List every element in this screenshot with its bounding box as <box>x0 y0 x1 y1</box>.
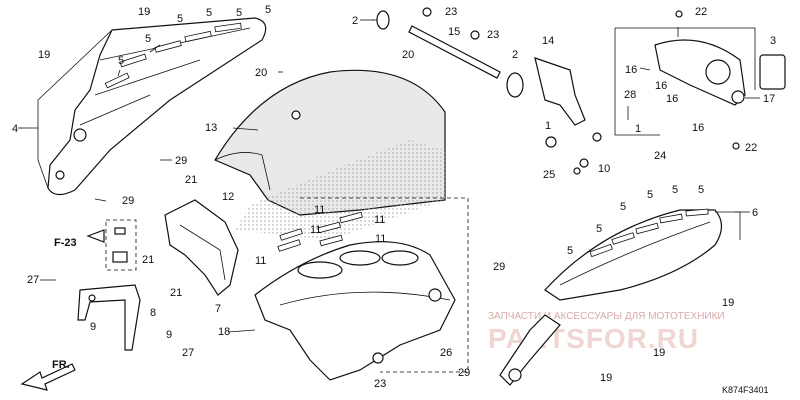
callout-16: 16 <box>692 122 704 134</box>
callout-3: 3 <box>770 35 776 47</box>
callout-9: 9 <box>90 321 96 333</box>
callout-29: 29 <box>493 261 505 273</box>
callout-13: 13 <box>205 122 217 134</box>
callout-21: 21 <box>170 287 182 299</box>
callout-20: 20 <box>402 49 414 61</box>
rear-fender <box>214 69 446 240</box>
callout-6: 6 <box>752 207 758 219</box>
callout-2: 2 <box>352 15 358 27</box>
leader-lines <box>18 11 760 333</box>
callout-5: 5 <box>620 201 626 213</box>
callout-21: 21 <box>185 174 197 186</box>
callout-27: 27 <box>182 347 194 359</box>
lower-fender <box>254 197 469 381</box>
left-rail-assembly <box>20 17 267 196</box>
bracket <box>77 284 141 351</box>
tail-light-parts <box>372 7 629 175</box>
callout-5: 5 <box>236 7 242 19</box>
callout-5: 5 <box>118 55 124 67</box>
callout-16: 16 <box>625 64 637 76</box>
callout-5: 5 <box>265 4 271 16</box>
license-light <box>614 10 786 150</box>
callout-19: 19 <box>138 6 150 18</box>
callout-23: 23 <box>445 6 457 18</box>
callout-5: 5 <box>177 13 183 25</box>
callout-25: 25 <box>543 169 555 181</box>
callout-11: 11 <box>374 214 385 226</box>
figure-code: K874F3401 <box>722 385 769 395</box>
callout-11: 11 <box>310 224 321 236</box>
callout-8: 8 <box>150 307 156 319</box>
callout-16: 16 <box>666 93 678 105</box>
front-label: FR. <box>52 359 70 371</box>
callout-14: 14 <box>542 35 554 47</box>
callout-2: 2 <box>512 49 518 61</box>
callout-1: 1 <box>635 123 641 135</box>
callout-22: 22 <box>695 6 707 18</box>
callout-5: 5 <box>145 33 151 45</box>
front-arrow: FR. <box>20 359 76 391</box>
callout-11: 11 <box>314 204 325 216</box>
callout-5: 5 <box>698 184 704 196</box>
callout-29: 29 <box>458 367 470 379</box>
callout-23: 23 <box>487 29 499 41</box>
callout-10: 10 <box>598 163 610 175</box>
callout-24: 24 <box>654 150 666 162</box>
watermark-caption: ЗАПЧАСТИ И АКСЕССУАРЫ ДЛЯ МОТОТЕХНИКИ <box>488 311 725 322</box>
callout-5: 5 <box>596 223 602 235</box>
callout-20: 20 <box>255 67 267 79</box>
callout-22: 22 <box>745 142 757 154</box>
callout-7: 7 <box>215 303 221 315</box>
callout-11: 11 <box>375 233 386 245</box>
callout-26: 26 <box>440 347 452 359</box>
callout-19: 19 <box>722 297 734 309</box>
callout-5: 5 <box>647 189 653 201</box>
callout-5: 5 <box>672 184 678 196</box>
callout-29: 29 <box>175 155 187 167</box>
ref-tag-f23: F-23 <box>54 237 77 249</box>
callout-11: 11 <box>255 255 266 267</box>
callout-19: 19 <box>38 49 50 61</box>
grommet-group: F-23 <box>54 219 137 271</box>
callout-19: 19 <box>653 347 665 359</box>
callout-15: 15 <box>448 26 460 38</box>
callout-18: 18 <box>218 326 230 338</box>
callout-12: 12 <box>222 191 234 203</box>
callout-29: 29 <box>122 195 134 207</box>
callout-23: 23 <box>374 378 386 390</box>
callout-labels: 19 5 5 5 5 5 5 19 4 20 20 13 29 29 21 12… <box>12 4 776 390</box>
callout-9: 9 <box>166 329 172 341</box>
inner-fender <box>164 199 239 296</box>
callout-21: 21 <box>142 254 154 266</box>
callout-19: 19 <box>600 372 612 384</box>
callout-28: 28 <box>624 89 636 101</box>
right-rail-assembly <box>499 208 741 386</box>
callout-27: 27 <box>27 274 39 286</box>
callout-4: 4 <box>12 123 18 135</box>
callout-1: 1 <box>545 120 551 132</box>
callout-16: 16 <box>655 80 667 92</box>
callout-5: 5 <box>567 245 573 257</box>
callout-17: 17 <box>763 93 775 105</box>
callout-5: 5 <box>206 7 212 19</box>
